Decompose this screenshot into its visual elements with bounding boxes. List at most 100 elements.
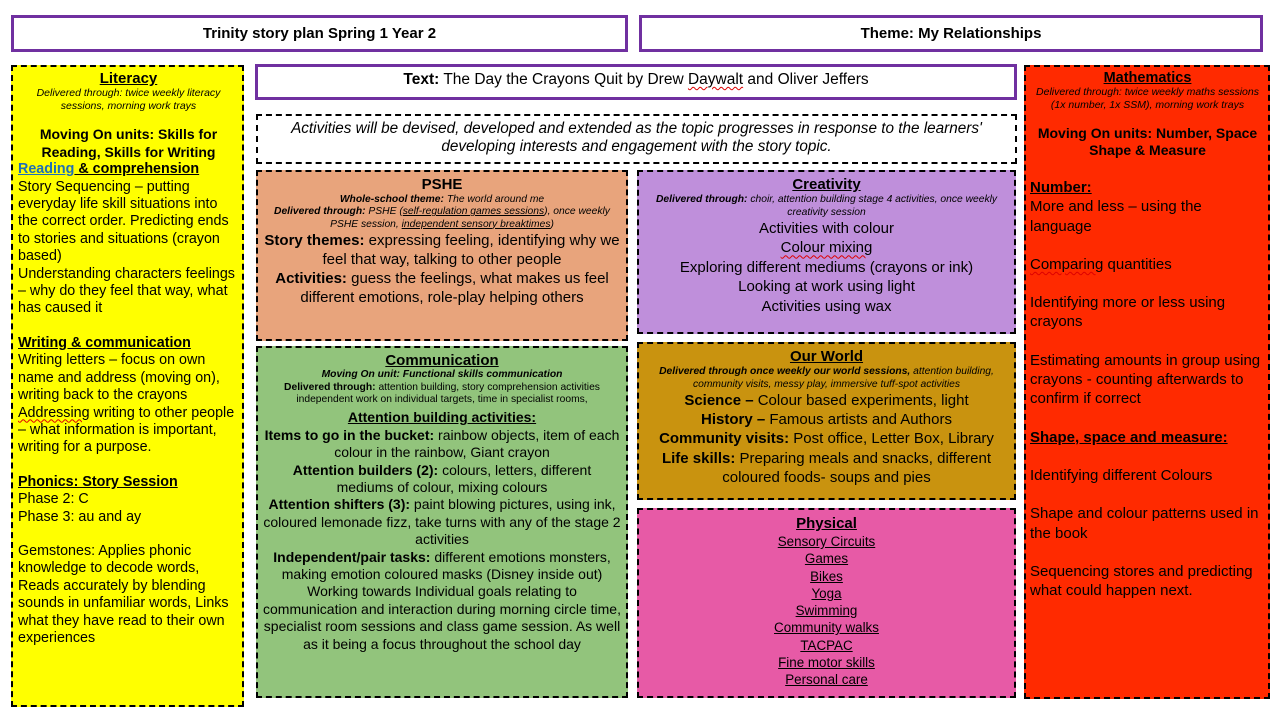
- history-label: History –: [701, 411, 766, 429]
- literacy-moving-on: Moving On units: Skills for Reading, Ski…: [39, 126, 218, 160]
- attention-shifters: Attention shifters (3): paint blowing pi…: [263, 496, 621, 548]
- physical-panel: Physical Sensory Circuits Games Bikes Yo…: [637, 508, 1016, 698]
- our-world-delivered-label: Delivered through once weekly our world …: [659, 366, 911, 378]
- pshe-panel: PSHE Whole-school theme: The world aroun…: [256, 170, 628, 341]
- bucket-label: Items to go in the bucket:: [264, 426, 435, 443]
- independent-tasks: Independent/pair tasks: different emotio…: [263, 549, 621, 584]
- header-right-box: Theme: My Relationships: [639, 15, 1263, 52]
- shifters-label: Attention shifters (3):: [268, 496, 411, 513]
- independent-value: different emotions monsters, making emot…: [281, 548, 611, 582]
- shifters-value: paint blowing pictures, using ink, colou…: [263, 496, 621, 548]
- phase2: Phase 2: C: [18, 491, 89, 508]
- spacer: [1030, 409, 1265, 428]
- bucket-value: rainbow objects, item of each colour in …: [334, 426, 620, 461]
- literacy-delivered: Delivered through: twice weekly literacy…: [36, 87, 221, 112]
- text-box-content: Text: The Day the Crayons Quit by Drew D…: [403, 71, 868, 89]
- physical-item: Games: [804, 551, 849, 567]
- activities-note-box: Activities will be devised, developed an…: [256, 114, 1017, 164]
- literacy-title: Literacy: [99, 70, 158, 87]
- patterns: Shape and colour patterns used in the bo…: [1030, 505, 1259, 542]
- spacer: [18, 526, 239, 543]
- physical-item: Yoga: [811, 585, 842, 601]
- pshe-theme-label: Whole-school theme:: [339, 194, 444, 205]
- creativity-delivered-label: Delivered through:: [655, 194, 748, 206]
- creativity-delivered-value: choir, attention building stage 4 activi…: [747, 194, 998, 218]
- header-left-box: Trinity story plan Spring 1 Year 2: [11, 15, 628, 52]
- pshe-delivered-1: PSHE (: [365, 206, 403, 218]
- creativity-item: Colour mixing: [644, 238, 1009, 257]
- pshe-theme-value: The world around me: [443, 194, 545, 205]
- pshe-theme: Whole-school theme: The world around me: [263, 194, 621, 206]
- attention-builders: Attention builders (2): colours, letters…: [263, 462, 621, 497]
- identifying: Identifying more or less using crayons: [1030, 294, 1226, 331]
- pshe-activities-value: guess the feelings, what makes us feel d…: [300, 269, 609, 306]
- math-moving-on: Moving On units: Number, Space Shape & M…: [1037, 125, 1258, 158]
- number-heading: Number:: [1030, 179, 1092, 196]
- literacy-panel: Literacy Delivered through: twice weekly…: [11, 65, 244, 707]
- community-label: Community visits:: [659, 430, 790, 448]
- physical-item: Swimming: [795, 603, 858, 619]
- creativity-item: Exploring different mediums (crayons or …: [679, 258, 974, 276]
- reading-heading: Reading & comprehension: [18, 161, 239, 178]
- our-world-title: Our World: [789, 348, 864, 365]
- pshe-delivered-reg: self-regulation games sessions: [402, 206, 545, 218]
- spacer: [1030, 236, 1265, 255]
- pshe-delivered-label: Delivered through:: [274, 206, 366, 218]
- more-less: More and less – using the language: [1030, 198, 1202, 235]
- book-author-flagged: Daywalt: [687, 71, 744, 88]
- physical-item: Fine motor skills: [778, 655, 875, 671]
- individual-goals: Working towards Individual goals relatin…: [263, 583, 621, 652]
- pshe-themes: Story themes: expressing feeling, identi…: [263, 231, 621, 269]
- history-value: Famous artists and Authors: [765, 411, 952, 429]
- spacer: [18, 318, 239, 335]
- math-title: Mathematics: [1103, 70, 1192, 86]
- physical-item: Bikes: [810, 568, 843, 584]
- communication-delivered-value: attention building, story comprehension …: [296, 381, 600, 405]
- math-delivered: Delivered through: twice weekly maths se…: [1036, 86, 1259, 111]
- bucket-items: Items to go in the bucket: rainbow objec…: [263, 427, 621, 462]
- creativity-item: Activities using wax: [761, 297, 892, 315]
- comparing-word: Comparing: [1030, 255, 1104, 273]
- physical-item: Community walks: [774, 620, 879, 636]
- phonics-heading: Phonics: Story Session: [18, 473, 178, 490]
- community-value: Post office, Letter Box, Library: [789, 430, 994, 448]
- comparing-rest: quantities: [1103, 255, 1172, 273]
- spacer: [1030, 159, 1265, 178]
- sequencing: Sequencing stores and predicting what co…: [1030, 562, 1253, 600]
- life-skills-line: Life skills: Preparing meals and snacks,…: [644, 449, 1009, 488]
- spacer: [1030, 447, 1265, 466]
- gemstones: Gemstones: Applies phonic knowledge to d…: [18, 542, 229, 646]
- writing-letters: Writing letters – focus on own name and …: [18, 352, 220, 404]
- pshe-delivered-3: ): [550, 218, 554, 230]
- pshe-delivered: Delivered through: PSHE (self-regulation…: [263, 206, 621, 231]
- comparing: Comparing quantities: [1030, 255, 1265, 274]
- independent-label: Independent/pair tasks:: [273, 548, 431, 565]
- phase3: Phase 3: au and ay: [18, 508, 142, 525]
- communication-panel: Communication Moving On unit: Functional…: [256, 346, 628, 698]
- pshe-title: PSHE: [421, 176, 463, 193]
- addressing-rest: writing to other people – what informati…: [18, 404, 235, 456]
- science-value: Colour based experiments, light: [753, 391, 969, 409]
- reading-link[interactable]: Reading: [18, 161, 75, 178]
- understanding-characters: Understanding characters feelings – why …: [18, 265, 235, 317]
- shape-heading: Shape, space and measure:: [1030, 428, 1228, 446]
- pshe-delivered-2: ), once weekly PSHE session,: [330, 206, 610, 230]
- addressing-word: Addressing: [18, 404, 90, 421]
- communication-delivered: Delivered through: attention building, s…: [263, 382, 621, 407]
- creativity-delivered: Delivered through: choir, attention buil…: [644, 194, 1009, 219]
- spacer: [1030, 543, 1265, 562]
- communication-title: Communication: [385, 352, 499, 369]
- writing-heading: Writing & communication: [18, 334, 191, 351]
- pshe-themes-label: Story themes:: [264, 231, 365, 249]
- pshe-delivered-sensory: independent sensory breaktimes: [401, 218, 551, 230]
- spacer: [18, 457, 239, 474]
- life-skills-value: Preparing meals and snacks, different co…: [722, 449, 992, 487]
- book-title-part1: The Day the Crayons Quit by Drew: [443, 71, 688, 88]
- physical-item: Personal care: [785, 672, 868, 688]
- book-title-part2: and Oliver Jeffers: [743, 71, 869, 88]
- physical-title: Physical: [796, 515, 857, 532]
- creativity-item: Looking at work using light: [738, 278, 915, 296]
- creativity-panel: Creativity Delivered through: choir, att…: [637, 170, 1016, 334]
- story-sequencing: Story Sequencing – putting everyday life…: [18, 178, 229, 265]
- estimating: Estimating amounts in group using crayon…: [1030, 351, 1261, 408]
